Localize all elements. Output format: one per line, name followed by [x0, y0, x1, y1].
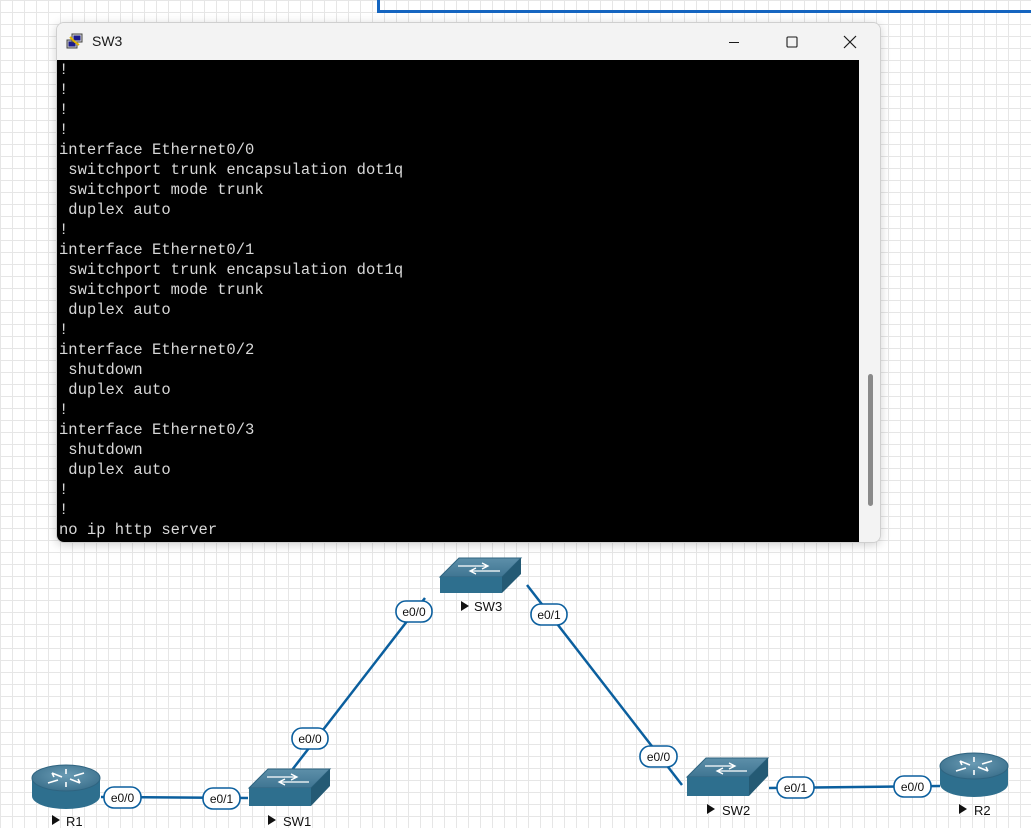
terminal-line: !: [59, 401, 69, 419]
router-icon: [939, 752, 1009, 797]
terminal-line: shutdown: [59, 361, 143, 379]
terminal-output[interactable]: ! ! ! ! interface Ethernet0/0 switchport…: [57, 60, 859, 542]
terminal-line: interface Ethernet0/2: [59, 341, 255, 359]
switch-icon: [438, 557, 523, 593]
svg-text:e0/0: e0/0: [111, 791, 135, 805]
svg-text:e0/1: e0/1: [784, 781, 808, 795]
router-r2[interactable]: R2: [939, 752, 1009, 818]
svg-text:e0/1: e0/1: [537, 608, 561, 622]
switch-icon: [685, 757, 770, 796]
node-label-r2: R2: [974, 803, 991, 818]
maximize-icon: [786, 35, 798, 48]
switch-icon: [247, 768, 332, 806]
terminal-line: !: [59, 481, 69, 499]
start-node-icon[interactable]: [268, 815, 276, 825]
terminal-line: switchport mode trunk: [59, 281, 264, 299]
switch-sw1[interactable]: SW1: [247, 768, 332, 828]
port-label-sw2-e00[interactable]: e0/0: [639, 745, 678, 768]
terminal-line: interface Ethernet0/3: [59, 421, 255, 439]
node-label-sw2: SW2: [722, 803, 750, 818]
canvas-frame-border: [377, 0, 1031, 13]
terminal-line: duplex auto: [59, 301, 171, 319]
terminal-line: switchport trunk encapsulation dot1q: [59, 261, 404, 279]
minimize-button[interactable]: [705, 23, 763, 60]
node-label-sw1: SW1: [283, 814, 311, 828]
port-label-sw3-e01[interactable]: e0/1: [530, 603, 568, 626]
start-node-icon[interactable]: [707, 804, 715, 814]
terminal-line: !: [59, 221, 69, 239]
port-label-sw1-e01[interactable]: e0/1: [202, 787, 241, 810]
terminal-line: !: [59, 321, 69, 339]
router-icon: [31, 764, 101, 809]
switch-sw2[interactable]: SW2: [685, 757, 770, 818]
terminal-line: !: [59, 81, 69, 99]
terminal-line: duplex auto: [59, 381, 171, 399]
terminal-line: switchport mode trunk: [59, 181, 264, 199]
router-r1[interactable]: R1: [31, 764, 101, 828]
terminal-line: !: [59, 61, 69, 79]
svg-text:e0/1: e0/1: [210, 792, 234, 806]
scrollbar-thumb[interactable]: [868, 374, 873, 506]
terminal-line: interface Ethernet0/0: [59, 141, 255, 159]
terminal-line: !: [59, 501, 69, 519]
port-label-r1-e00[interactable]: e0/0: [103, 786, 142, 809]
title-bar[interactable]: SW3: [57, 23, 880, 60]
svg-text:e0/0: e0/0: [402, 605, 426, 619]
svg-text:e0/0: e0/0: [647, 750, 671, 764]
terminal-line: !: [59, 101, 69, 119]
terminal-line: shutdown: [59, 441, 143, 459]
minimize-icon: [729, 41, 739, 43]
switch-sw3[interactable]: SW3: [438, 557, 523, 614]
start-node-icon[interactable]: [52, 815, 60, 825]
terminal-lines: ! ! ! ! interface Ethernet0/0 switchport…: [59, 60, 403, 540]
port-label-sw1-e00[interactable]: e0/0: [291, 727, 329, 750]
terminal-line: duplex auto: [59, 461, 171, 479]
node-label-r1: R1: [66, 814, 83, 828]
port-label-sw2-e01[interactable]: e0/1: [776, 776, 815, 799]
maximize-button[interactable]: [763, 23, 821, 60]
terminal-line: !: [59, 121, 69, 139]
start-node-icon[interactable]: [461, 601, 469, 611]
close-button[interactable]: [821, 23, 879, 60]
terminal-line: interface Ethernet0/1: [59, 241, 255, 259]
terminal-line: no ip http server: [59, 521, 218, 539]
node-label-sw3: SW3: [474, 599, 502, 614]
terminal-line: switchport trunk encapsulation dot1q: [59, 161, 404, 179]
putty-terminal-icon[interactable]: [66, 33, 84, 51]
terminal-window[interactable]: SW3 ! ! ! ! interface Ethernet0/0 switch…: [56, 22, 881, 543]
port-label-sw3-e00[interactable]: e0/0: [395, 600, 433, 623]
terminal-line: duplex auto: [59, 201, 171, 219]
start-node-icon[interactable]: [959, 804, 967, 814]
vertical-scrollbar[interactable]: [859, 60, 880, 542]
svg-text:e0/0: e0/0: [901, 780, 925, 794]
port-label-r2-e00[interactable]: e0/0: [893, 775, 932, 798]
close-icon: [843, 35, 857, 48]
window-title: SW3: [92, 33, 123, 49]
svg-text:e0/0: e0/0: [298, 732, 322, 746]
